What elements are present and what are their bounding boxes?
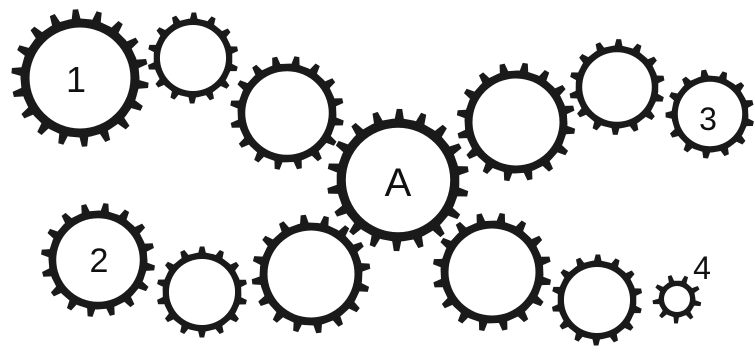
gear-1c-face [245, 71, 329, 155]
gear-4c [433, 213, 551, 331]
gear-1-label: 1 [66, 59, 86, 100]
gear-3-label: 3 [699, 101, 717, 137]
gear-4-face [664, 286, 690, 312]
gear-2c-face [268, 231, 355, 318]
gear-3c-face [473, 79, 560, 166]
gear-2b-face [169, 259, 235, 325]
gear-2-label: 2 [90, 242, 109, 280]
gears-layer [11, 9, 753, 345]
gear-3c [457, 63, 575, 181]
gear-3b [570, 39, 665, 135]
gear-4b [552, 254, 642, 345]
gear-1b-face [160, 25, 226, 91]
gear-1b [148, 12, 238, 103]
gear-4b-face [564, 267, 630, 333]
label-4: 4 [693, 250, 711, 286]
gear-3b-face [582, 52, 652, 122]
gear-4c-face [449, 229, 536, 316]
gear-a-label: A [385, 161, 412, 205]
gear-1c [230, 56, 343, 169]
gear-2b [157, 246, 247, 337]
